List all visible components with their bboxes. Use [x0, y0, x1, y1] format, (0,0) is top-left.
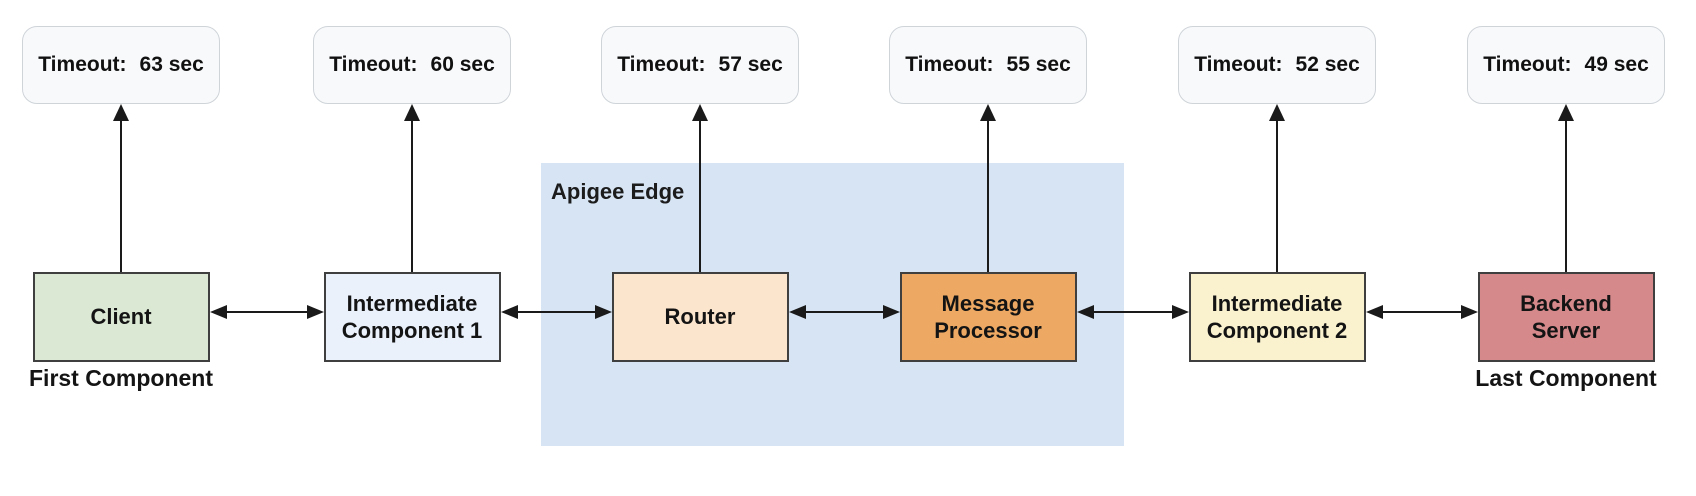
- component-label: Intermediate Component 1: [341, 290, 483, 344]
- timeout-label: Timeout:: [1483, 53, 1572, 76]
- component-label: Router: [664, 304, 736, 330]
- timeout-value: 57 sec: [718, 53, 783, 76]
- component-caption: First Component: [29, 365, 213, 391]
- bidirectional-arrow-icon: [209, 304, 324, 320]
- timeout-callout: Timeout: 55 sec: [889, 26, 1087, 104]
- bidirectional-arrow-icon: [788, 304, 900, 320]
- timeout-label: Timeout:: [1194, 53, 1283, 76]
- up-arrow-icon: [980, 104, 996, 272]
- up-arrow-icon: [113, 104, 129, 272]
- up-arrow-icon: [1558, 104, 1574, 272]
- component-label: Intermediate Component 2: [1206, 290, 1348, 344]
- timeout-label: Timeout:: [329, 53, 418, 76]
- timeout-label: Timeout:: [905, 53, 994, 76]
- apigee-edge-label: Apigee Edge: [551, 179, 685, 204]
- bidirectional-arrow-icon: [1365, 304, 1478, 320]
- component-box-intermediate-component-1: Intermediate Component 1: [323, 272, 501, 362]
- timeout-label: Timeout:: [617, 53, 706, 76]
- timeout-callout: Timeout: 57 sec: [601, 26, 799, 104]
- timeout-value: 60 sec: [430, 53, 495, 76]
- timeout-value: 63 sec: [139, 53, 204, 76]
- component-box-router: Router: [611, 272, 789, 362]
- component-box-intermediate-component-2: Intermediate Component 2: [1188, 272, 1366, 362]
- component-box-backend-server: Backend Server: [1477, 272, 1655, 362]
- component-box-message-processor: Message Processor: [899, 272, 1077, 362]
- component-label: Backend Server: [1520, 290, 1612, 344]
- timeout-callout: Timeout: 52 sec: [1178, 26, 1376, 104]
- component-box-client: Client: [32, 272, 210, 362]
- timeout-value: 52 sec: [1295, 53, 1360, 76]
- timeout-callout: Timeout: 49 sec: [1467, 26, 1665, 104]
- timeout-value: 49 sec: [1584, 53, 1649, 76]
- timeout-callout: Timeout: 63 sec: [22, 26, 220, 104]
- component-label: Message Processor: [934, 290, 1042, 344]
- up-arrow-icon: [1269, 104, 1285, 272]
- timeout-callout: Timeout: 60 sec: [313, 26, 511, 104]
- up-arrow-icon: [692, 104, 708, 272]
- up-arrow-icon: [404, 104, 420, 272]
- bidirectional-arrow-icon: [500, 304, 612, 320]
- component-caption: Last Component: [1475, 365, 1657, 391]
- component-label: Client: [90, 304, 152, 330]
- timeout-value: 55 sec: [1006, 53, 1071, 76]
- timeout-label: Timeout:: [38, 53, 127, 76]
- bidirectional-arrow-icon: [1076, 304, 1189, 320]
